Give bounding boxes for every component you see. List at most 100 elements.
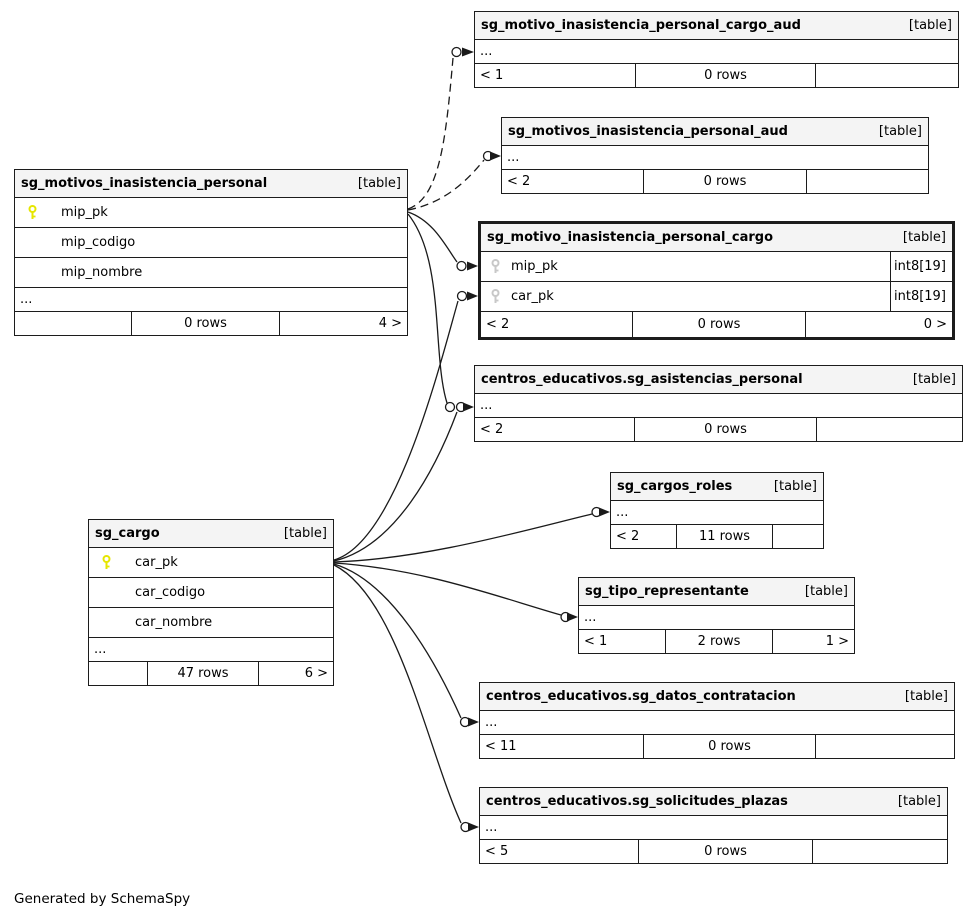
footer-children-count: < 5	[480, 840, 639, 863]
columns-ellipsis: ...	[480, 711, 954, 735]
columns-ellipsis: ...	[89, 638, 333, 662]
table-type-badge: [table]	[912, 372, 956, 387]
table-name[interactable]: sg_cargos_roles	[617, 479, 733, 494]
table-header: sg_motivos_inasistencia_personal [table]	[15, 170, 407, 198]
table-footer: < 11 0 rows	[480, 735, 954, 758]
relationship-cargo-to-asistencias	[333, 401, 474, 562]
table-header: sg_cargos_roles [table]	[611, 473, 823, 501]
generator-note: Generated by SchemaSpy	[14, 891, 191, 907]
footer-parents-count	[807, 170, 928, 193]
primary-key-icon	[101, 555, 112, 574]
table-type-badge: [table]	[804, 584, 848, 599]
table-footer: < 2 11 rows	[611, 525, 823, 548]
arrowhead-icon	[567, 612, 578, 622]
primary-key-icon	[27, 205, 38, 224]
table-node-sg_motivos_inasistencia_personal[interactable]: sg_motivos_inasistencia_personal [table]…	[14, 169, 408, 336]
footer-children-count: < 2	[611, 525, 677, 548]
table-header: centros_educativos.sg_asistencias_person…	[475, 366, 962, 394]
column-name: car_codigo	[135, 585, 206, 600]
table-header: sg_motivos_inasistencia_personal_aud [ta…	[502, 118, 928, 146]
arrowhead-icon	[490, 151, 501, 161]
zero-marker-icon	[591, 506, 602, 518]
footer-children-count: < 2	[481, 312, 633, 337]
footer-parents-count: 0 >	[923, 317, 947, 332]
table-node-centros_educativos-sg_datos_contratacion[interactable]: centros_educativos.sg_datos_contratacion…	[479, 682, 955, 759]
zero-marker-icon	[459, 716, 471, 728]
footer-row-count: 0 rows	[644, 735, 816, 758]
table-footer: < 2 0 rows	[475, 418, 962, 441]
table-footer: 0 rows 4 >	[15, 312, 407, 335]
zero-marker-icon	[444, 401, 456, 413]
column-row-mip_pk[interactable]: mip_pk int8[19]	[481, 252, 952, 282]
column-name: car_pk	[511, 289, 554, 304]
column-row-mip_codigo[interactable]: mip_codigo	[15, 228, 407, 258]
relationship-cargo-to-datos-contratacion	[333, 563, 479, 728]
table-name[interactable]: sg_cargo	[95, 526, 160, 541]
table-type-badge: [table]	[902, 230, 946, 245]
zero-marker-icon	[455, 401, 467, 413]
column-name: car_nombre	[135, 615, 213, 630]
table-name[interactable]: centros_educativos.sg_asistencias_person…	[481, 372, 803, 387]
footer-children-count: < 2	[502, 170, 644, 193]
table-node-centros_educativos-sg_solicitudes_plazas[interactable]: centros_educativos.sg_solicitudes_plazas…	[479, 787, 948, 864]
columns-ellipsis: ...	[502, 146, 928, 170]
column-row-mip_pk[interactable]: mip_pk	[15, 198, 407, 228]
table-type-badge: [table]	[283, 526, 327, 541]
column-name: car_pk	[135, 555, 178, 570]
arrowhead-icon	[468, 822, 479, 832]
table-type-badge: [table]	[904, 689, 948, 704]
footer-row-count: 0 rows	[633, 312, 806, 337]
table-header: sg_cargo [table]	[89, 520, 333, 548]
table-footer: < 2 0 rows	[502, 170, 928, 193]
footer-row-count: 11 rows	[677, 525, 773, 548]
table-type-badge: [table]	[357, 176, 401, 191]
table-type-badge: [table]	[897, 794, 941, 809]
table-footer: < 5 0 rows	[480, 840, 947, 863]
arrowhead-icon	[462, 47, 474, 57]
table-name[interactable]: centros_educativos.sg_datos_contratacion	[486, 689, 796, 704]
arrowhead-icon	[467, 261, 478, 271]
table-name[interactable]: sg_tipo_representante	[585, 584, 749, 599]
relationship-motivos-to-aud	[407, 150, 501, 211]
table-name[interactable]: sg_motivos_inasistencia_personal	[21, 176, 268, 191]
footer-row-count: 47 rows	[148, 662, 259, 685]
column-row-car_pk[interactable]: car_pk	[89, 548, 333, 578]
table-name[interactable]: sg_motivo_inasistencia_personal_cargo	[487, 230, 774, 245]
footer-children-count: < 2	[475, 418, 635, 441]
column-row-car_nombre[interactable]: car_nombre	[89, 608, 333, 638]
footer-children-count: < 1	[475, 64, 636, 87]
table-name[interactable]: sg_motivos_inasistencia_personal_aud	[508, 124, 788, 139]
table-footer: < 1 2 rows 1 >	[579, 630, 854, 653]
column-row-car_codigo[interactable]: car_codigo	[89, 578, 333, 608]
columns-ellipsis: ...	[15, 288, 407, 312]
footer-parents-count	[813, 840, 947, 863]
footer-parents-count	[816, 64, 958, 87]
columns-ellipsis: ...	[475, 394, 962, 418]
table-node-sg_cargo[interactable]: sg_cargo [table] car_pk car_codigo car_n…	[88, 519, 334, 686]
table-node-centros_educativos-sg_asistencias_personal[interactable]: centros_educativos.sg_asistencias_person…	[474, 365, 963, 442]
zero-marker-icon	[460, 821, 471, 833]
footer-row-count: 0 rows	[636, 64, 816, 87]
arrowhead-icon	[463, 402, 474, 412]
table-node-sg_motivos_inasistencia_personal_aud[interactable]: sg_motivos_inasistencia_personal_aud [ta…	[501, 117, 929, 194]
zero-marker-icon	[456, 290, 468, 302]
table-name[interactable]: sg_motivo_inasistencia_personal_cargo_au…	[481, 18, 801, 33]
table-header: sg_motivo_inasistencia_personal_cargo_au…	[475, 12, 958, 40]
table-node-sg_motivo_inasistencia_personal_cargo[interactable]: sg_motivo_inasistencia_personal_cargo [t…	[478, 221, 955, 340]
table-type-badge: [table]	[773, 479, 817, 494]
table-node-sg_tipo_representante[interactable]: sg_tipo_representante [table] ... < 1 2 …	[578, 577, 855, 654]
column-name: mip_pk	[61, 205, 108, 220]
footer-parents-count: 1 >	[825, 634, 849, 649]
table-node-sg_motivo_inasistencia_personal_cargo_aud[interactable]: sg_motivo_inasistencia_personal_cargo_au…	[474, 11, 959, 88]
columns-ellipsis: ...	[480, 816, 947, 840]
footer-row-count: 0 rows	[132, 312, 280, 335]
table-node-sg_cargos_roles[interactable]: sg_cargos_roles [table] ... < 2 11 rows	[610, 472, 824, 549]
column-name: mip_nombre	[61, 265, 143, 280]
arrowhead-icon	[468, 717, 479, 727]
table-header: sg_tipo_representante [table]	[579, 578, 854, 606]
column-row-car_pk[interactable]: car_pk int8[19]	[481, 282, 952, 312]
table-name[interactable]: centros_educativos.sg_solicitudes_plazas	[486, 794, 788, 809]
columns-ellipsis: ...	[579, 606, 854, 630]
zero-marker-icon	[451, 46, 462, 58]
column-row-mip_nombre[interactable]: mip_nombre	[15, 258, 407, 288]
